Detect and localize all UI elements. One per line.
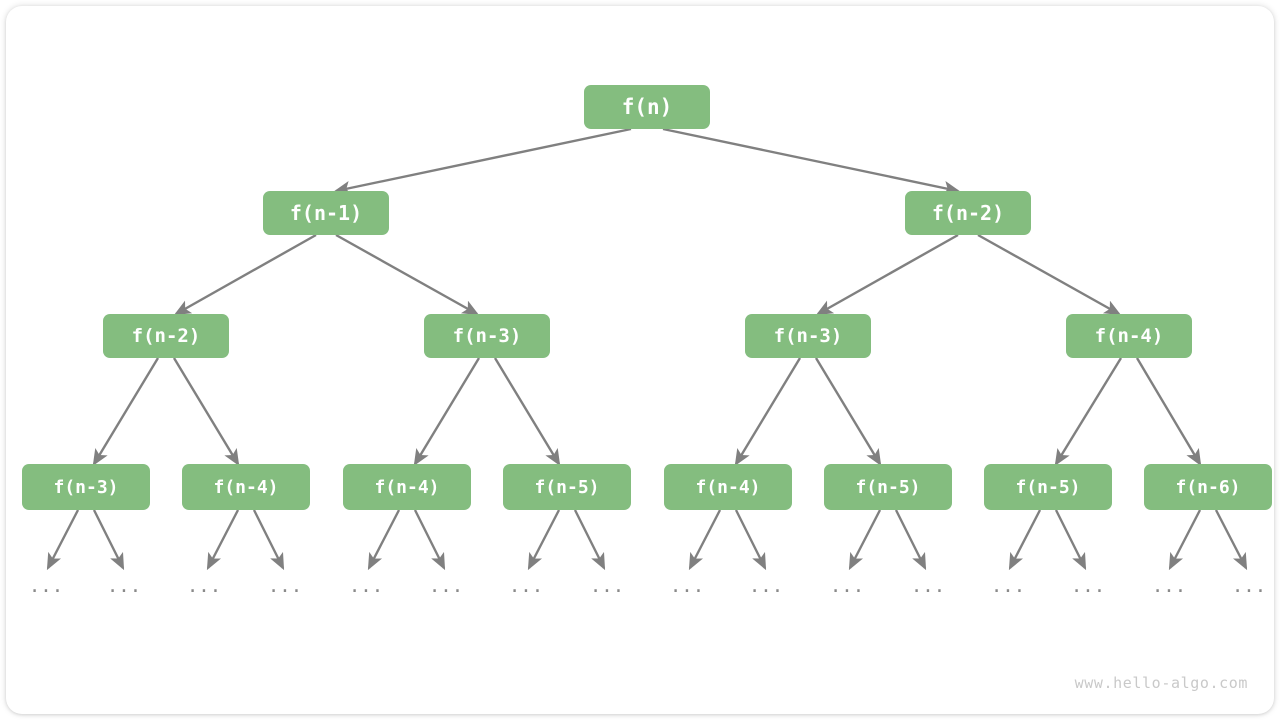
ellipsis-marker: ··· <box>428 580 464 602</box>
tree-edge <box>662 127 961 196</box>
tree-node[interactable]: f(n-4) <box>1066 314 1192 358</box>
tree-node[interactable]: f(n-3) <box>745 314 871 358</box>
ellipsis-marker: ··· <box>1231 580 1267 602</box>
ellipsis-marker: ··· <box>1070 580 1106 602</box>
leaf-edge <box>1008 509 1042 571</box>
tree-edge <box>413 357 481 467</box>
leaf-edge <box>688 509 722 571</box>
tree-edge <box>734 357 802 467</box>
leaf-edge <box>1168 509 1202 571</box>
ellipsis-marker: ··· <box>1151 580 1187 602</box>
leaf-edge <box>252 509 285 571</box>
ellipsis-marker: ··· <box>28 580 64 602</box>
tree-node[interactable]: f(n) <box>584 85 710 129</box>
tree-edge <box>1135 357 1202 467</box>
tree-edge-group <box>92 127 1202 467</box>
tree-edge <box>814 357 882 467</box>
tree-node[interactable]: f(n-3) <box>22 464 150 510</box>
ellipsis-marker: ··· <box>186 580 222 602</box>
ellipsis-marker: ··· <box>748 580 784 602</box>
tree-edge <box>335 233 480 316</box>
leaf-edge <box>1054 509 1087 571</box>
tree-node[interactable]: f(n-2) <box>103 314 229 358</box>
leaf-edge <box>734 509 767 571</box>
leaf-edge <box>206 509 240 571</box>
leaf-edge <box>894 509 927 571</box>
ellipsis-marker: ··· <box>669 580 705 602</box>
ellipsis-marker: ··· <box>990 580 1026 602</box>
ellipsis-marker: ··· <box>589 580 625 602</box>
tree-node[interactable]: f(n-4) <box>182 464 310 510</box>
tree-node[interactable]: f(n-6) <box>1144 464 1272 510</box>
leaf-edge <box>367 509 401 571</box>
tree-edge <box>172 357 240 467</box>
leaf-edge <box>413 509 446 571</box>
diagram-card: f(n) f(n-1) f(n-2) f(n-2) f(n-3) f(n-3) f(n-4)… <box>6 6 1274 714</box>
tree-node[interactable]: f(n-3) <box>424 314 550 358</box>
tree-node[interactable]: f(n-4) <box>343 464 471 510</box>
tree-node[interactable]: f(n-5) <box>503 464 631 510</box>
tree-edge <box>1054 357 1123 467</box>
tree-node[interactable]: f(n-5) <box>984 464 1112 510</box>
leaf-edge <box>527 509 561 571</box>
tree-edge <box>92 357 160 467</box>
tree-node[interactable]: f(n-4) <box>664 464 792 510</box>
leaf-edge <box>848 509 882 571</box>
leaf-edge <box>1214 509 1248 571</box>
ellipsis-marker: ··· <box>508 580 544 602</box>
tree-edge <box>333 127 632 196</box>
tree-node[interactable]: f(n-5) <box>824 464 952 510</box>
ellipsis-marker: ··· <box>106 580 142 602</box>
tree-edge <box>173 233 317 316</box>
leaf-edge <box>92 509 125 571</box>
tree-edge <box>977 233 1122 316</box>
ellipsis-marker: ··· <box>829 580 865 602</box>
tree-edge <box>493 357 561 467</box>
leaf-edge-group <box>46 509 1248 571</box>
tree-edge <box>815 233 959 316</box>
edges-layer <box>46 127 1248 571</box>
leaf-edge <box>46 509 80 571</box>
tree-node[interactable]: f(n-1) <box>263 191 389 235</box>
ellipsis-marker: ··· <box>348 580 384 602</box>
tree-node[interactable]: f(n-2) <box>905 191 1031 235</box>
ellipsis-marker: ··· <box>910 580 946 602</box>
watermark: www.hello-algo.com <box>1074 674 1248 692</box>
ellipsis-marker: ··· <box>267 580 303 602</box>
leaf-edge <box>573 509 606 571</box>
